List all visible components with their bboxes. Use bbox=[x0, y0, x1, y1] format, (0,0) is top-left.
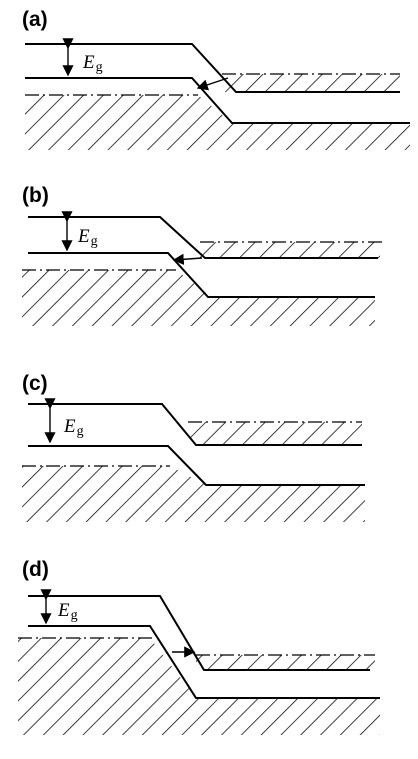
panel-d-label: (d) bbox=[22, 558, 49, 581]
panel-c-band-gap-label: Eg bbox=[64, 416, 84, 439]
panel-c-conduction-band-edge bbox=[28, 403, 362, 446]
panel-a-valence-band-edge bbox=[25, 77, 410, 124]
panel-b-band-gap-label: Eg bbox=[78, 226, 98, 249]
panel-c-label: (c) bbox=[22, 372, 48, 395]
panel-d-conduction-band-edge bbox=[28, 595, 370, 671]
panel-a-band-gap-label: Eg bbox=[83, 52, 103, 75]
panel-b-band-diagram bbox=[22, 211, 382, 326]
panel-a-tunnel-arrow bbox=[196, 77, 229, 91]
panel-c-valence-band-edge bbox=[28, 445, 365, 486]
panel-b-label: (b) bbox=[22, 184, 49, 207]
panel-d-band-gap-label: Eg bbox=[58, 600, 78, 623]
panel-a-label: (a) bbox=[22, 8, 48, 31]
panel-c-band-diagram bbox=[22, 398, 365, 522]
panel-b-tunnel-arrow bbox=[172, 253, 203, 265]
panel-d-valence-band-edge bbox=[28, 625, 380, 699]
panel-a-conduction-band-edge bbox=[25, 43, 400, 93]
panel-a-conduction-hatch-right bbox=[225, 74, 400, 92]
panel-a-valence-hatch-left bbox=[25, 95, 410, 150]
panel-a-band-diagram bbox=[25, 38, 410, 150]
panel-b-valence-band-edge bbox=[28, 252, 375, 298]
panel-b-conduction-band-edge bbox=[28, 216, 378, 259]
panel-d-band-diagram bbox=[18, 589, 380, 735]
